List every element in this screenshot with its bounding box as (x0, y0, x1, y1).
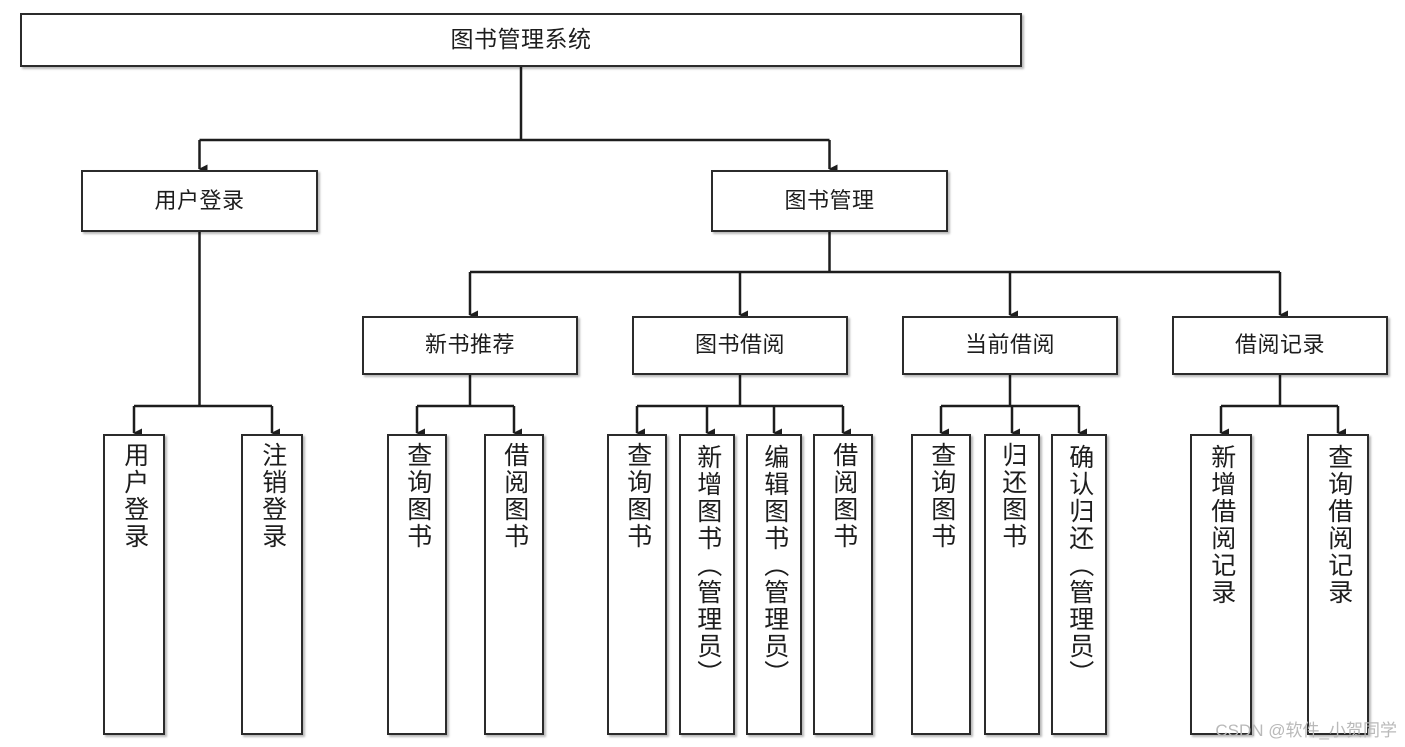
node-label-root: 图书管理系统 (450, 26, 592, 53)
node-rec-add[interactable]: 新增借阅记录 (1190, 434, 1252, 735)
node-leaf-login[interactable]: 用户登录 (103, 434, 165, 735)
node-label-rec-add: 新增借阅记录 (1207, 444, 1236, 606)
node-book-mgmt[interactable]: 图书管理 (711, 170, 948, 232)
node-cur-return[interactable]: 归还图书 (984, 434, 1040, 735)
node-label-book-mgmt: 图书管理 (784, 187, 875, 213)
node-cur-confirm[interactable]: 确认归还（管理员） (1051, 434, 1107, 735)
node-label-leaf-login: 用户登录 (120, 442, 149, 550)
node-label-cur-confirm: 确认归还（管理员） (1065, 444, 1094, 687)
node-label-rec-borrow: 借阅图书 (500, 442, 529, 550)
node-borrow-lend[interactable]: 借阅图书 (813, 434, 873, 735)
node-label-rec-search: 查询借阅记录 (1324, 444, 1353, 606)
node-borrow-record[interactable]: 借阅记录 (1172, 316, 1388, 375)
node-label-rec-query: 查询图书 (403, 442, 432, 550)
node-book-borrow[interactable]: 图书借阅 (632, 316, 848, 375)
node-label-book-borrow: 图书借阅 (694, 332, 785, 358)
node-new-book-rec[interactable]: 新书推荐 (362, 316, 578, 375)
node-current-borrow[interactable]: 当前借阅 (902, 316, 1118, 375)
node-cur-query[interactable]: 查询图书 (911, 434, 971, 735)
watermark-credit: CSDN @软件_小贺同学 (1215, 721, 1397, 740)
node-user-login[interactable]: 用户登录 (81, 170, 318, 232)
node-label-cur-query: 查询图书 (927, 442, 956, 550)
node-label-borrow-record: 借阅记录 (1234, 332, 1325, 358)
node-label-leaf-logout: 注销登录 (258, 442, 287, 550)
node-label-new-book-rec: 新书推荐 (424, 332, 515, 358)
node-label-current-borrow: 当前借阅 (964, 332, 1055, 358)
node-label-user-login: 用户登录 (154, 187, 245, 213)
node-leaf-logout[interactable]: 注销登录 (241, 434, 303, 735)
node-label-borrow-query: 查询图书 (623, 442, 652, 550)
node-rec-query[interactable]: 查询图书 (387, 434, 447, 735)
node-borrow-edit[interactable]: 编辑图书（管理员） (746, 434, 802, 735)
node-rec-borrow[interactable]: 借阅图书 (484, 434, 544, 735)
node-label-borrow-edit: 编辑图书（管理员） (760, 444, 789, 687)
node-label-cur-return: 归还图书 (998, 442, 1027, 550)
node-root[interactable]: 图书管理系统 (20, 13, 1022, 67)
edge-group (132, 67, 1346, 438)
node-rec-search[interactable]: 查询借阅记录 (1307, 434, 1369, 735)
node-borrow-add[interactable]: 新增图书（管理员） (679, 434, 735, 735)
node-label-borrow-add: 新增图书（管理员） (693, 444, 722, 687)
node-borrow-query[interactable]: 查询图书 (607, 434, 667, 735)
node-label-borrow-lend: 借阅图书 (829, 442, 858, 550)
